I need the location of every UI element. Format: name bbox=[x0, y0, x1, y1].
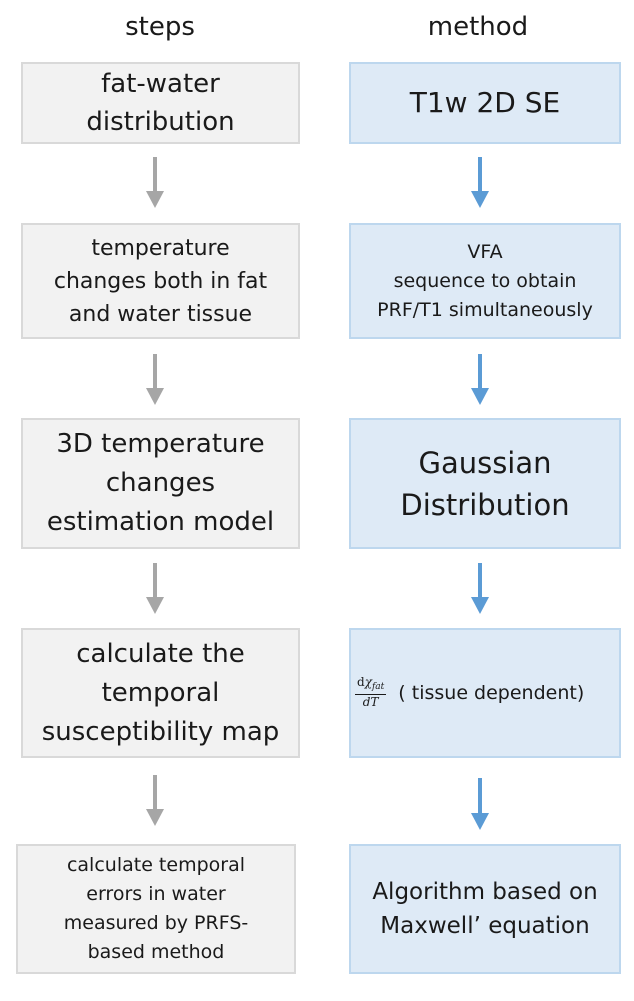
step-arrow-down-icon bbox=[145, 775, 165, 826]
step-label: calculate the temporal susceptibility ma… bbox=[41, 638, 280, 747]
method-label: VFA sequence to obtain PRF/T1 simultaneo… bbox=[377, 240, 593, 321]
step-box-susceptibility-map: calculate the temporal susceptibility ma… bbox=[21, 628, 300, 758]
step-label: temperature changes both in fat and wate… bbox=[53, 235, 268, 327]
step-box-fat-water-distribution: fat-water distribution bbox=[21, 62, 300, 144]
method-label: Gaussian Distribution bbox=[400, 445, 570, 522]
method-box-tissue-dependent: dχfat dT ( tissue dependent) bbox=[349, 628, 621, 758]
step-box-3d-estimation-model: 3D temperature changes estimation model bbox=[21, 418, 300, 549]
method-arrow-down-icon bbox=[470, 157, 490, 208]
step-arrow-down-icon bbox=[145, 354, 165, 405]
method-arrow-down-icon bbox=[470, 563, 490, 614]
method-label: T1w 2D SE bbox=[409, 86, 561, 119]
step-label: calculate temporal errors in water measu… bbox=[63, 854, 249, 963]
method-box-maxwell-algorithm: Algorithm based on Maxwell’ equation bbox=[349, 844, 621, 974]
step-box-temporal-errors: calculate temporal errors in water measu… bbox=[16, 844, 296, 974]
step-label: fat-water distribution bbox=[86, 69, 235, 137]
steps-column-header: steps bbox=[125, 12, 195, 42]
step-box-temperature-changes: temperature changes both in fat and wate… bbox=[21, 223, 300, 339]
method-box-vfa-sequence: VFA sequence to obtain PRF/T1 simultaneo… bbox=[349, 223, 621, 339]
step-arrow-down-icon bbox=[145, 157, 165, 208]
method-label: ( tissue dependent) bbox=[398, 682, 585, 704]
method-arrow-down-icon bbox=[470, 778, 490, 830]
step-label: 3D temperature changes estimation model bbox=[46, 429, 275, 537]
method-box-gaussian-distribution: Gaussian Distribution bbox=[349, 418, 621, 549]
step-arrow-down-icon bbox=[145, 563, 165, 614]
method-label: Algorithm based on Maxwell’ equation bbox=[372, 879, 598, 939]
method-arrow-down-icon bbox=[470, 354, 490, 405]
method-column-header: method bbox=[427, 12, 529, 42]
dchi-fat-dt-formula: dχfat dT bbox=[355, 675, 387, 710]
method-box-t1w-2d-se: T1w 2D SE bbox=[349, 62, 621, 144]
